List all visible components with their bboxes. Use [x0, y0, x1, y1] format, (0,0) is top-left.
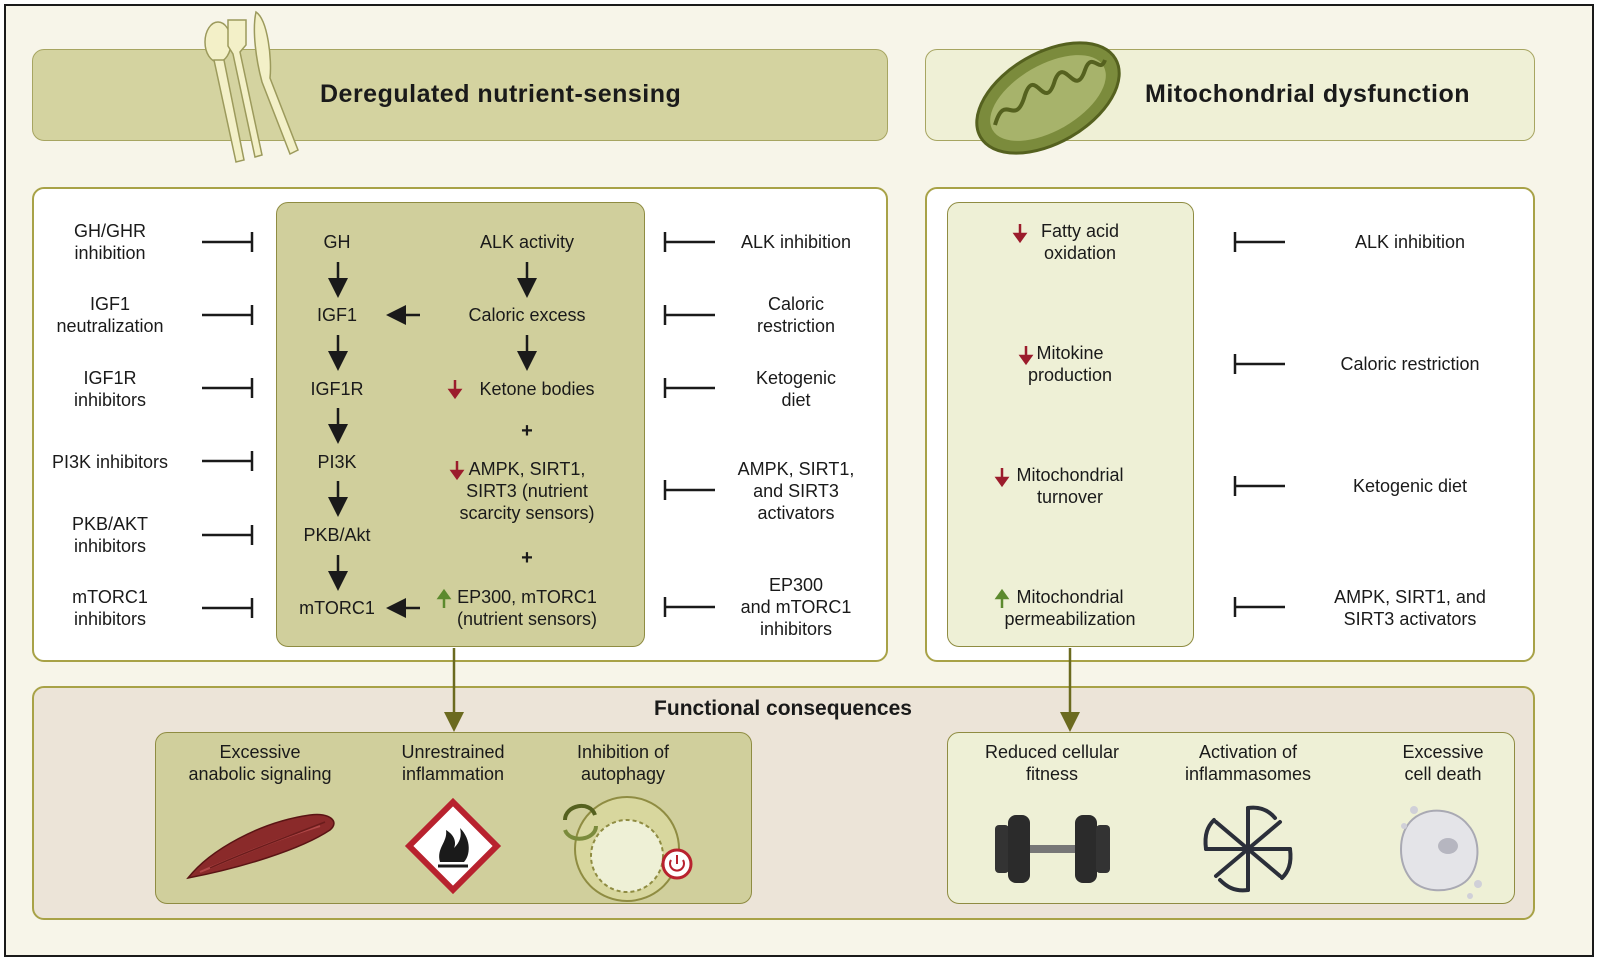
- intervention-igf1: IGF1 neutralization: [56, 294, 164, 336]
- consequence-cell-death: Excessive cell death: [1402, 742, 1484, 784]
- mito-dysfunction-title: Mitochondrial dysfunction: [1145, 80, 1470, 108]
- mito-effect-permeabilization: Mitochondrial permeabilization: [1004, 587, 1136, 629]
- nutrient-sensing-header: [32, 49, 888, 141]
- intervention-igf1r: IGF1R inhibitors: [73, 368, 147, 410]
- intervention-mtorc1: mTORC1 inhibitors: [72, 587, 148, 629]
- mito-intervention-alk: ALK inhibition: [1354, 232, 1466, 252]
- mito-effect-turnover: Mitochondrial turnover: [1016, 465, 1124, 507]
- intervention-caloric-restriction: Caloric restriction: [756, 294, 836, 336]
- intervention-ketogenic: Ketogenic diet: [755, 368, 837, 410]
- plus-sign-2: +: [521, 547, 533, 569]
- consequence-anabolic: Excessive anabolic signaling: [188, 742, 332, 784]
- intervention-gh-ghr: GH/GHR inhibition: [74, 221, 146, 263]
- caloric-excess: Caloric excess: [468, 305, 586, 325]
- intervention-ampk-activators: AMPK, SIRT1, and SIRT3 activators: [737, 459, 855, 523]
- mito-effects-box: [947, 202, 1194, 647]
- pathway-igf1r: IGF1R: [310, 379, 364, 399]
- pathway-gh: GH: [323, 232, 351, 252]
- pathway-igf1: IGF1: [316, 305, 358, 325]
- alk-activity: ALK activity: [479, 232, 575, 252]
- pathway-mtorc1: mTORC1: [299, 598, 375, 618]
- nutrient-sensing-title: Deregulated nutrient-sensing: [320, 80, 682, 108]
- intervention-alk: ALK inhibition: [740, 232, 852, 252]
- mito-intervention-caloric: Caloric restriction: [1340, 354, 1480, 374]
- intervention-ep300-inhibitors: EP300 and mTORC1 inhibitors: [740, 575, 852, 639]
- mito-intervention-ketogenic: Ketogenic diet: [1352, 476, 1468, 496]
- mito-effect-mitokine: Mitokine production: [1027, 343, 1113, 385]
- consequence-inflammation: Unrestrained inflammation: [401, 742, 505, 784]
- ep300-mtorc1-sensors: EP300, mTORC1 (nutrient sensors): [456, 587, 598, 629]
- intervention-pi3k: PI3K inhibitors: [51, 452, 169, 472]
- consequence-inflammasomes: Activation of inflammasomes: [1184, 742, 1312, 784]
- mito-effect-fatty-acid: Fatty acid oxidation: [1040, 221, 1120, 263]
- ketone-bodies: Ketone bodies: [479, 379, 595, 399]
- plus-sign-1: +: [521, 420, 533, 442]
- pathway-pkb-akt: PKB/Akt: [303, 525, 371, 545]
- nutrient-pathway-box: [276, 202, 645, 647]
- ampk-sirt-sensors: AMPK, SIRT1, SIRT3 (nutrient scarcity se…: [459, 459, 595, 523]
- intervention-pkb-akt: PKB/AKT inhibitors: [71, 514, 149, 556]
- consequence-autophagy: Inhibition of autophagy: [576, 742, 670, 784]
- consequence-fitness: Reduced cellular fitness: [984, 742, 1120, 784]
- consequences-title: Functional consequences: [654, 697, 912, 720]
- mito-intervention-ampk: AMPK, SIRT1, and SIRT3 activators: [1334, 587, 1486, 629]
- pathway-pi3k: PI3K: [317, 452, 357, 472]
